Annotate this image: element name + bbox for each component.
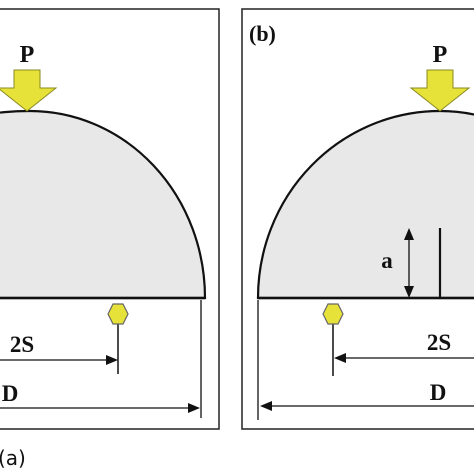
- panel-b-specimen: [256, 109, 474, 300]
- panel-a-span-label: 2S: [10, 332, 34, 357]
- panel-b-support: [322, 303, 344, 325]
- panel-a: P 2S D: [0, 8, 220, 430]
- panel-b-notch-arrowhead-top: [404, 228, 414, 240]
- panel-a-span-arrowhead: [106, 355, 118, 365]
- panel-b-notch-arrowhead-bottom: [404, 286, 414, 298]
- figure-caption: (a): [0, 446, 26, 470]
- panel-a-diameter-arrowhead: [188, 403, 200, 413]
- panel-b-diameter-label: D: [430, 380, 447, 405]
- panel-a-load-arrow: [0, 69, 58, 112]
- panel-b-tag: (b): [249, 21, 276, 46]
- panel-a-load-label: P: [20, 42, 35, 68]
- panel-b: (b) a P 2S D: [241, 8, 474, 430]
- panel-b-span-arrowhead: [334, 353, 346, 363]
- panel-a-diameter-label: D: [2, 381, 19, 406]
- panel-b-load-label: P: [433, 42, 448, 68]
- panel-b-diameter-arrowhead: [260, 401, 272, 411]
- panel-b-load-arrow: [409, 69, 471, 112]
- panel-b-notch-label: a: [381, 248, 393, 273]
- panel-a-support: [107, 303, 129, 325]
- panel-b-span-label: 2S: [427, 330, 451, 355]
- panel-a-specimen: [0, 109, 207, 300]
